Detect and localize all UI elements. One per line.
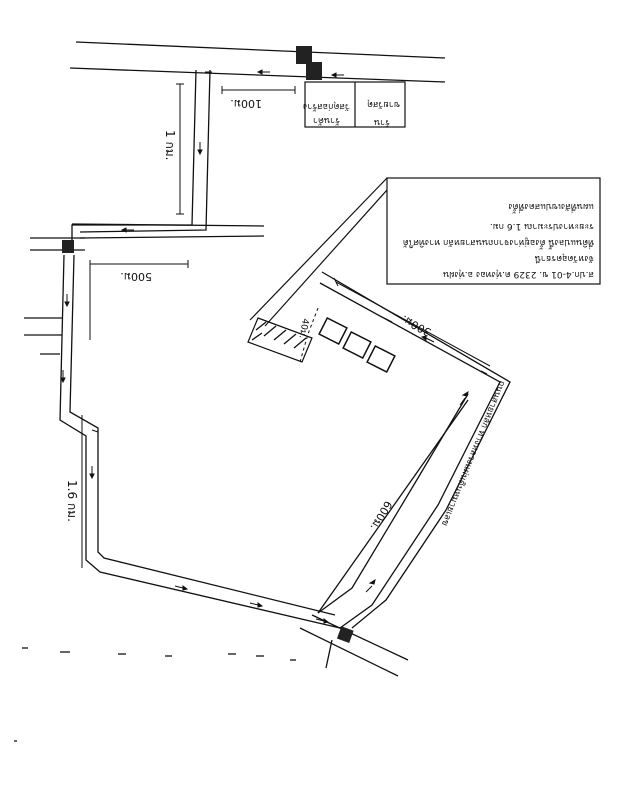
dim-500m	[89, 260, 189, 340]
route-right	[317, 271, 511, 629]
label-300m: 300ม.	[399, 312, 433, 338]
shop-right-line2: ขายวัสดุ	[367, 99, 400, 109]
route-left	[24, 69, 341, 629]
left-route-arrows	[60, 142, 330, 624]
label-1km: 1 กม.	[163, 130, 177, 160]
dim-1km	[176, 83, 184, 215]
shops-box	[304, 81, 406, 128]
plot-buildings	[318, 316, 396, 374]
label-1-6km: 1.6 กม.	[65, 480, 79, 522]
info-line1: ส.ปก.4-01 ข. 2329 ต.ทุ่งทอง อ.ทุ่งฝน	[443, 269, 594, 279]
scan-specks	[14, 647, 296, 742]
shop-left-line1: ร้านค้า	[313, 115, 340, 126]
dim-100m	[221, 86, 296, 94]
bottom-junction-marker	[336, 626, 354, 643]
top-junction-marker	[296, 46, 322, 80]
info-line5: แผนที่สังเขปแสดงที่ตั้ง	[508, 201, 594, 214]
info-line3: ที่ดินแปลงนี้ ตั้งอยู่ห่างจากถนนสายหลัก …	[403, 237, 594, 250]
hatched-plot	[247, 317, 313, 363]
shop-right-line1: ร้าน	[374, 117, 390, 128]
info-line2: จังหวัดอุดรธานี	[535, 253, 594, 264]
shop-left-line2: วัสดุก่อสร้าง	[303, 101, 350, 112]
bottom-road	[299, 614, 409, 677]
right-route-arrows	[365, 317, 488, 593]
top-road	[69, 41, 446, 83]
road-label: ถนนสายหลัก ทางหลวงแผ่นดินหมายเลข	[439, 379, 508, 528]
label-600m: 600ม.	[368, 499, 395, 533]
label-40m: 40ม.	[297, 317, 310, 339]
info-box	[249, 177, 601, 327]
left-junction-marker	[62, 240, 74, 253]
label-500m: 500ม.	[120, 270, 152, 283]
top-road-arrows	[205, 69, 344, 78]
info-line4: ระยะทางประมาณ 1.6 กม.	[490, 221, 594, 231]
label-100m: 100ม.	[230, 97, 262, 110]
dim-300m	[333, 277, 491, 367]
